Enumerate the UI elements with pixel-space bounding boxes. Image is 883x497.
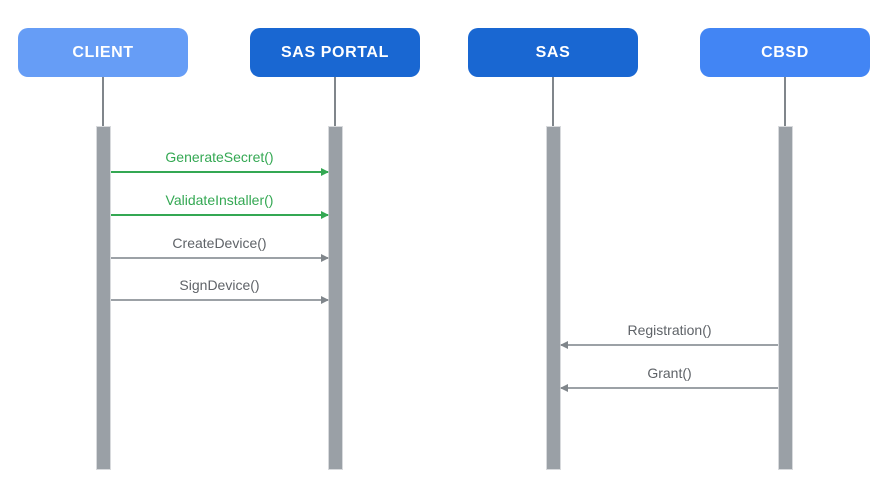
message-validate-installer: ValidateInstaller()	[111, 191, 329, 219]
message-registration: Registration()	[560, 321, 778, 349]
arrow-right-icon	[111, 168, 329, 176]
lifeline-sas	[552, 77, 554, 126]
arrow-left-icon	[560, 383, 778, 392]
lifeline-sas-portal	[334, 77, 336, 126]
arrow-left-icon	[560, 340, 778, 349]
arrow-right-icon	[111, 211, 329, 219]
message-label: Registration()	[627, 322, 712, 338]
actor-label-sas: SAS	[535, 43, 571, 61]
actor-box-sas-portal: SAS PORTAL	[250, 28, 420, 77]
activation-bar-sas-portal	[328, 126, 343, 470]
message-sign-device: SignDevice()	[111, 276, 329, 304]
message-create-device: CreateDevice()	[111, 234, 329, 262]
activation-bar-sas	[546, 126, 561, 470]
actor-box-sas: SAS	[468, 28, 638, 77]
activation-bar-client	[96, 126, 111, 470]
lifeline-client	[102, 77, 104, 126]
message-label: CreateDevice()	[172, 235, 267, 251]
message-grant: Grant()	[560, 364, 778, 392]
arrow-right-icon	[111, 295, 329, 304]
message-label: SignDevice()	[179, 277, 260, 293]
message-label: Grant()	[647, 365, 692, 381]
actor-label-cbsd: CBSD	[761, 43, 809, 61]
lifeline-cbsd	[784, 77, 786, 126]
actor-box-client: CLIENT	[18, 28, 188, 77]
message-generate-secret: GenerateSecret()	[111, 148, 329, 176]
actor-box-cbsd: CBSD	[700, 28, 870, 77]
actor-label-sas-portal: SAS PORTAL	[281, 43, 389, 61]
actor-label-client: CLIENT	[72, 43, 134, 61]
activation-bar-cbsd	[778, 126, 793, 470]
arrow-right-icon	[111, 253, 329, 262]
message-label: GenerateSecret()	[165, 149, 274, 165]
message-label: ValidateInstaller()	[165, 192, 274, 208]
